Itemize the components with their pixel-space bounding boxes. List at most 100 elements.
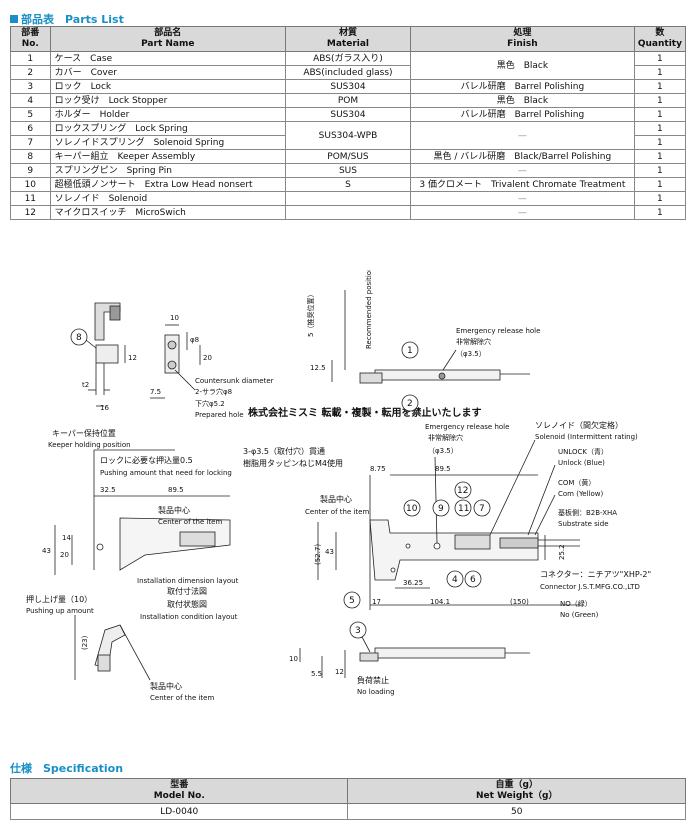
dim-8-75: 8.75	[370, 465, 386, 473]
center-en-2: Center of the item	[150, 694, 214, 702]
table-row: 6 ロックスプリング Lock Spring SUS304-WPB — 1	[10, 121, 687, 150]
top-view-right: 5（推奨位置） Recommended position 12.5	[306, 270, 530, 384]
dim-52-7: (52.7)	[314, 544, 322, 565]
svg-text:6: 6	[470, 575, 476, 585]
install-cond-layout: (23)	[74, 615, 151, 681]
solenoid-ja: ソレノイド（間欠定格）	[535, 420, 623, 430]
center-en-3: Center of the item	[305, 508, 369, 516]
dim-12b: 12	[335, 668, 344, 676]
connector-ja: コネクター：ニチアツ"XHP-2"	[540, 570, 651, 579]
keeper-hold-ja: キーパー保持位置	[52, 428, 116, 438]
solenoid-en: Solenoid (Intermittent rating)	[535, 433, 638, 441]
watermark-text: 株式会社ミスミ 転載・複製・転用を禁止いたします	[248, 406, 481, 419]
table-row: 4 ロック受け Lock Stopper POM 黒色 Black 1	[10, 93, 687, 108]
svg-text:1: 1	[407, 346, 413, 356]
dim-12-5: 12.5	[310, 364, 326, 372]
no-ja: NO（緑）	[560, 599, 592, 608]
holes-ja: 3-φ3.5（取付穴）貫通	[243, 446, 325, 456]
header-weight: 自重（g）Net Weight（g）	[347, 778, 686, 804]
table-row: 9 スプリングピン Spring Pin SUS — 1	[10, 163, 687, 178]
dim-32-5: 32.5	[100, 486, 116, 494]
push-need-ja: ロックに必要な押込量0.5	[100, 455, 193, 465]
dim-43b: 43	[325, 548, 334, 556]
no-loading-en: No loading	[357, 688, 395, 696]
dim-7-5: 7.5	[150, 388, 161, 396]
dim-150: (150)	[510, 598, 529, 606]
substrate-ja: 基板側：B2B-XHA	[558, 508, 617, 517]
dim-20b: 20	[60, 551, 69, 559]
dim-20: 20	[203, 354, 212, 362]
com-ja: COM（黄）	[558, 478, 595, 487]
table-row: 3 ロック Lock SUS304 バレル研磨 Barrel Polishing…	[10, 79, 687, 94]
dim-10b: 10	[289, 655, 298, 663]
install-dim-layout: 32.5 89.5 43 20 14	[42, 449, 231, 575]
dim-10: 10	[170, 314, 179, 322]
dim-12: 12	[128, 354, 137, 362]
center-ja-1: 製品中心	[158, 505, 190, 515]
dim-16: 16	[100, 404, 109, 412]
dim-104-1: 104.1	[430, 598, 450, 606]
svg-text:12: 12	[457, 486, 468, 496]
push-up-ja: 押し上げ量（10）	[26, 594, 92, 604]
countersunk-label: Countersunk diameter	[195, 377, 274, 385]
table-row: 8 キーパー組立 Keeper Assembly POM/SUS 黒色 / バレ…	[10, 149, 687, 164]
com-en: Com (Yellow)	[558, 490, 603, 498]
dim-89-5: 89.5	[168, 486, 184, 494]
recommended-en: Recommended position	[365, 270, 373, 349]
connector-en: Connector J.S.T.MFG.CO.,LTD	[540, 583, 640, 591]
keeper-hold-en: Keeper holding position	[48, 441, 131, 449]
weight-value: 50	[347, 803, 686, 820]
keeper-front-view: 10 φ8 20 7.5	[150, 314, 212, 399]
svg-text:3: 3	[355, 626, 361, 636]
center-ja-3: 製品中心	[320, 494, 352, 504]
no-en: No (Green)	[560, 611, 599, 619]
center-ja-2: 製品中心	[150, 681, 182, 691]
table-row: 11 ソレノイド Solenoid — 1	[10, 191, 687, 206]
parts-list-title: 部品表 Parts List	[10, 11, 124, 27]
svg-text:11: 11	[458, 504, 469, 514]
recommended-ja: 5（推奨位置）	[306, 291, 315, 337]
emergency-dim-2: （φ3.5）	[428, 447, 458, 455]
dim-t2: t2	[82, 381, 89, 389]
install-cond-en: Installation condition layout	[140, 613, 238, 621]
table-row: 5 ホルダー Holder SUS304 バレル研磨 Barrel Polish…	[10, 107, 687, 122]
dim-36-25: 36.25	[403, 579, 423, 587]
no-loading-ja: 負荷禁止	[357, 675, 389, 685]
emergency-ja: 非常解除穴	[456, 337, 491, 346]
svg-text:8: 8	[76, 333, 82, 343]
push-up-en: Pushing up amount	[26, 607, 94, 615]
unlock-en: Unlock (Blue)	[558, 459, 605, 467]
emergency-dim: （φ3.5）	[456, 350, 486, 358]
callout-8	[70, 328, 88, 346]
holes-ja2: 樹脂用タッピンねじM4使用	[243, 458, 343, 468]
table-row: 1 ケース Case ABS(ガラス入り) 黒色 Black 1	[10, 51, 687, 80]
dim-23: (23)	[81, 635, 89, 650]
table-row: 2 カバー Cover ABS(included glass) 1	[10, 65, 687, 80]
emergency-en-2: Emergency release hole	[425, 423, 509, 431]
svg-text:4: 4	[452, 575, 458, 585]
svg-text:9: 9	[438, 504, 444, 514]
bottom-side-view: 10 5.5 12	[289, 647, 530, 678]
install-cond-ja: 取付状態図	[167, 599, 207, 609]
center-en-1: Center of the item	[158, 518, 222, 526]
dim-14: 14	[62, 534, 71, 542]
model-value: LD-0040	[9, 803, 349, 820]
main-plan-view: 8.75 89.5 (52.7) 43 25.2 17 36.25 104.1 …	[314, 465, 580, 610]
technical-drawing: 12 t2 16 8 10 φ8 20 7.5 Countersunk diam…	[26, 270, 651, 702]
prepared-hole-ja: 下穴φ5.2	[195, 399, 225, 408]
emergency-ja-2: 非常解除穴	[428, 433, 463, 442]
table-row: LD-0040 50	[9, 803, 686, 820]
svg-text:7: 7	[479, 504, 485, 514]
dim-25-2: 25.2	[558, 544, 566, 560]
callout-1	[401, 341, 419, 359]
install-dim-en: Installation dimension layout	[137, 577, 239, 585]
main-callouts: 10 9 12 11 7 4 6 5	[343, 481, 491, 609]
table-row: 10 超極低頭ノンサート Extra Low Head nonsert S 3 …	[10, 177, 687, 192]
